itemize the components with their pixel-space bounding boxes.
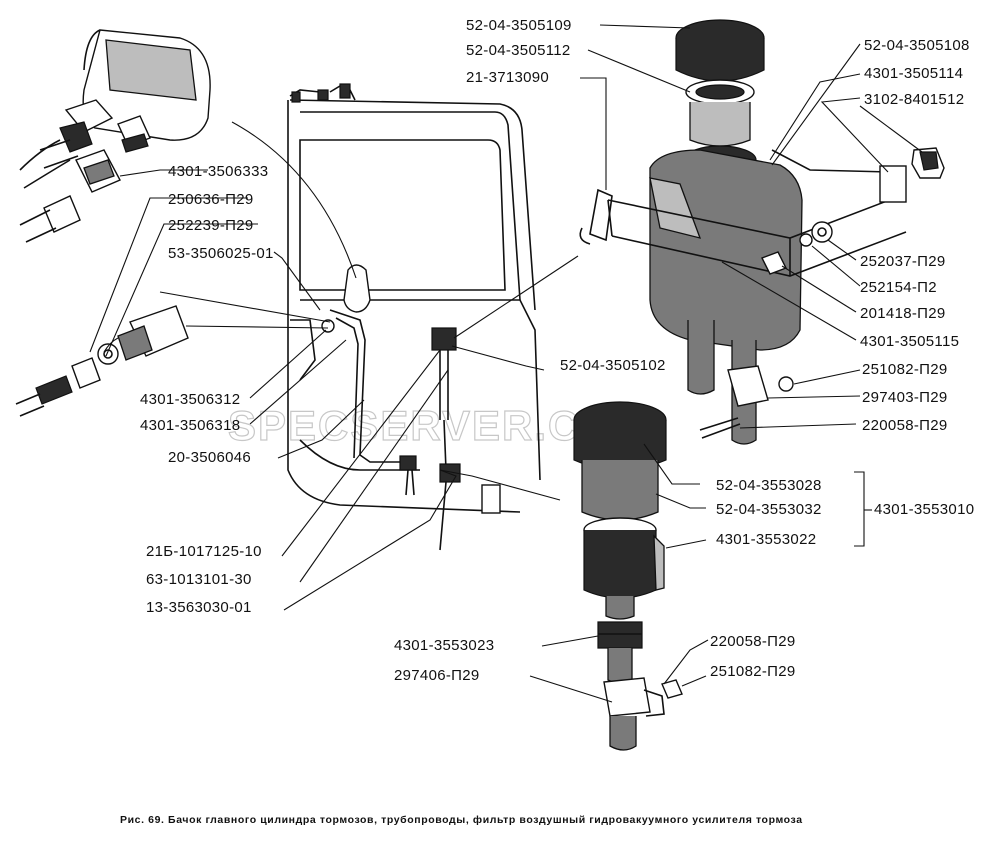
leader-lines [89, 24, 923, 703]
label-52-04-3553032: 52-04-3553032 [716, 501, 822, 518]
label-252037-p29: 252037-П29 [860, 253, 946, 270]
label-4301-3506333: 4301-3506333 [168, 163, 268, 180]
label-4301-3506318: 4301-3506318 [140, 417, 240, 434]
label-63-1013101-30: 63-1013101-30 [146, 571, 252, 588]
label-251082-p29-bottom: 251082-П29 [710, 663, 796, 680]
left-fitting-assembly [15, 291, 331, 417]
label-251082-p29-top: 251082-П29 [862, 361, 948, 378]
label-52-04-3505112: 52-04-3505112 [466, 42, 571, 59]
label-52-04-3505109: 52-04-3505109 [466, 17, 572, 34]
label-252239-p29: 252239-П29 [168, 217, 254, 234]
label-201418-p29: 201418-П29 [860, 305, 946, 322]
label-297403-p29: 297403-П29 [862, 389, 948, 406]
label-52-04-3505102: 52-04-3505102 [560, 357, 666, 374]
label-252154-p2: 252154-П2 [860, 279, 937, 296]
label-220058-p29-bottom: 220058-П29 [710, 633, 796, 650]
label-4301-3553022: 4301-3553022 [716, 531, 816, 548]
label-220058-p29-top: 220058-П29 [862, 417, 948, 434]
label-3102-8401512: 3102-8401512 [864, 91, 964, 108]
label-52-04-3553028: 52-04-3553028 [716, 477, 822, 494]
label-21-3713090: 21-3713090 [466, 69, 549, 86]
label-53-3506025-01: 53-3506025-01 [168, 245, 274, 262]
label-13-3563030-01: 13-3563030-01 [146, 599, 252, 616]
label-20-3506046: 20-3506046 [168, 449, 251, 466]
label-4301-3553010: 4301-3553010 [874, 501, 974, 518]
label-297406-p29: 297406-П29 [394, 667, 480, 684]
figure-caption: Рис. 69. Бачок главного цилиндра тормозо… [120, 814, 803, 826]
label-52-04-3505108: 52-04-3505108 [864, 37, 970, 54]
brake-fluid-reservoir [579, 19, 945, 445]
part-labels: 52-04-3505109 52-04-3505112 21-3713090 5… [140, 17, 974, 684]
label-4301-3505115: 4301-3505115 [860, 333, 959, 350]
label-250636-p29: 250636-П29 [168, 191, 254, 208]
label-4301-3505114: 4301-3505114 [864, 65, 963, 82]
label-4301-3553023: 4301-3553023 [394, 637, 494, 654]
cab-illustration [287, 83, 541, 551]
label-4301-3506312: 4301-3506312 [140, 391, 240, 408]
air-filter-assembly [573, 401, 683, 751]
label-21b-1017125-10: 21Б-1017125-10 [146, 543, 262, 560]
pressure-gauge-assembly [19, 29, 211, 243]
